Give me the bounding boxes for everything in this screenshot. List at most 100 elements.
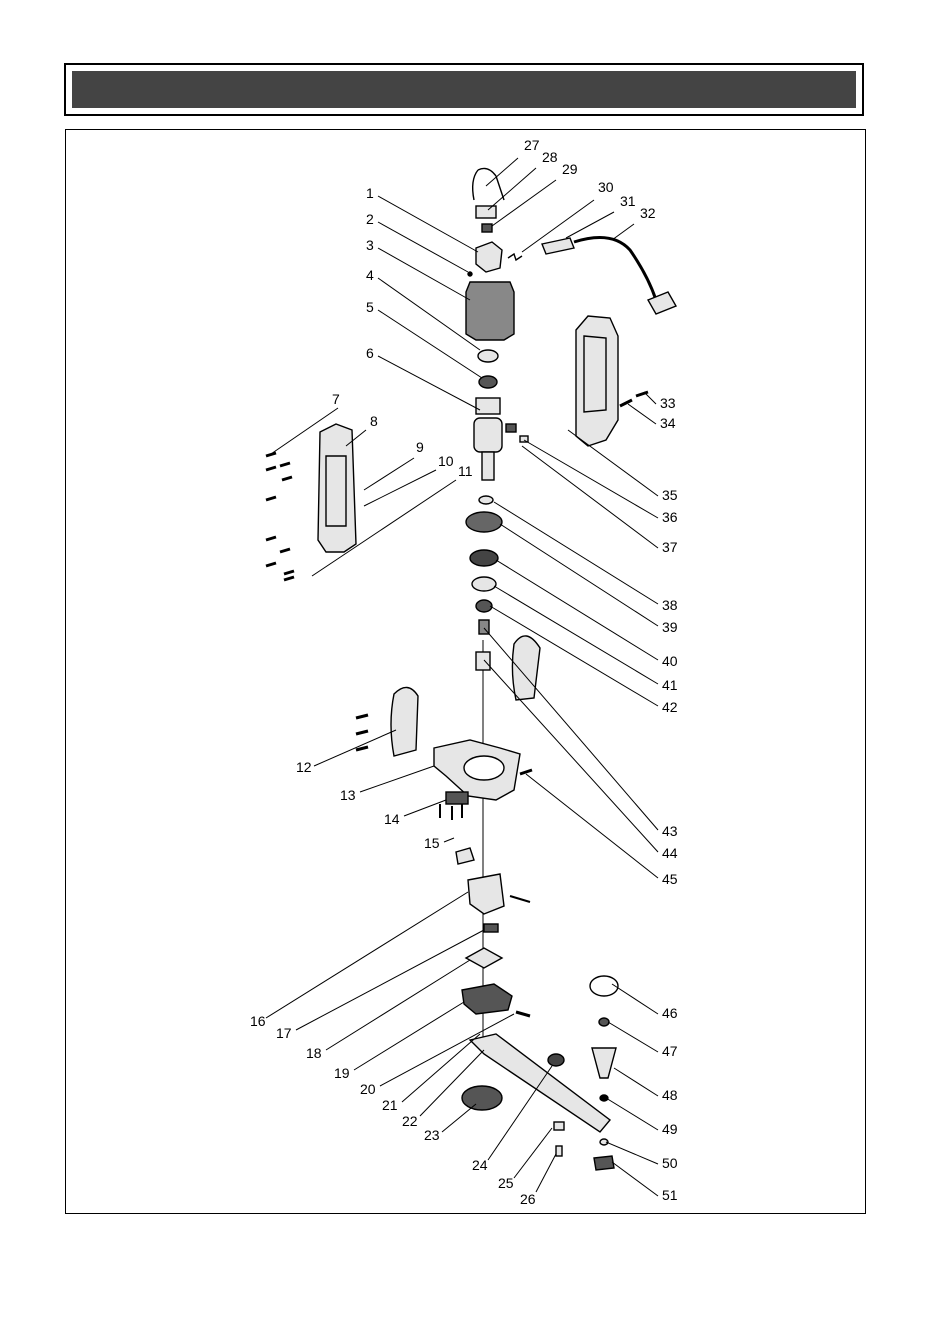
part-label-1: 1	[366, 185, 374, 201]
armature-commutator	[476, 398, 500, 414]
part-label-40: 40	[662, 653, 678, 669]
part-label-21: 21	[382, 1097, 398, 1113]
switch-block	[506, 424, 516, 432]
part-label-9: 9	[416, 439, 424, 455]
cord-clamp	[476, 206, 496, 218]
adjust-knob	[592, 1048, 616, 1078]
part-label-8: 8	[370, 413, 378, 429]
leader-line-51	[612, 1162, 658, 1196]
guide-clamp	[468, 874, 504, 914]
bracket-nut	[594, 1156, 614, 1170]
leader-line-19	[354, 1002, 464, 1070]
spring	[508, 254, 522, 260]
part-label-28: 28	[542, 149, 558, 165]
clamp-block	[482, 224, 492, 232]
part-label-13: 13	[340, 787, 356, 803]
cord-guard	[542, 238, 574, 254]
leader-line-35	[568, 430, 658, 496]
part-label-36: 36	[662, 509, 678, 525]
leader-line-50	[606, 1142, 658, 1164]
part-label-29: 29	[562, 161, 578, 177]
part-label-51: 51	[662, 1187, 678, 1203]
part-label-26: 26	[520, 1191, 536, 1207]
part-label-19: 19	[334, 1065, 350, 1081]
part-label-5: 5	[366, 299, 374, 315]
leader-line-4	[378, 278, 480, 350]
washer	[479, 496, 493, 504]
part-label-22: 22	[402, 1113, 418, 1129]
pin	[556, 1146, 562, 1156]
part-label-38: 38	[662, 597, 678, 613]
part-label-10: 10	[438, 453, 454, 469]
part-label-16: 16	[250, 1013, 266, 1029]
bearing-upper	[478, 350, 498, 362]
part-label-32: 32	[640, 205, 656, 221]
leader-line-33	[644, 392, 656, 404]
lock-lever	[446, 792, 468, 804]
leader-line-2	[378, 222, 468, 272]
leader-line-15	[444, 838, 454, 842]
leader-line-31	[566, 212, 614, 238]
part-label-3: 3	[366, 237, 374, 253]
leader-line-6	[378, 356, 480, 410]
part-label-11: 11	[458, 463, 473, 479]
parts-drawing	[266, 168, 676, 1170]
part-label-14: 14	[384, 811, 400, 827]
base-screw	[520, 770, 532, 774]
part-label-34: 34	[660, 415, 676, 431]
leader-line-25	[514, 1128, 552, 1178]
base-opening	[464, 756, 504, 780]
plug	[648, 292, 676, 314]
lock-screws	[440, 804, 462, 820]
gear	[466, 512, 502, 532]
leader-line-45	[526, 774, 658, 878]
part-labels: 1234567891011121314151617181920212223242…	[250, 137, 678, 1207]
leader-line-18	[326, 960, 470, 1050]
leader-line-32	[612, 224, 634, 240]
brush-holder	[476, 242, 502, 272]
part-label-45: 45	[662, 871, 678, 887]
spacer	[472, 577, 496, 591]
leader-line-43	[484, 628, 658, 830]
power-cord	[574, 238, 656, 301]
leader-line-49	[606, 1098, 658, 1130]
leader-line-48	[614, 1068, 658, 1096]
part-label-20: 20	[360, 1081, 376, 1097]
leader-line-46	[612, 984, 658, 1014]
part-label-30: 30	[598, 179, 614, 195]
part-label-2: 2	[366, 211, 374, 227]
part-label-15: 15	[424, 835, 440, 851]
guide-knob	[548, 1054, 564, 1066]
part-label-31: 31	[620, 193, 636, 209]
handle-left	[391, 687, 418, 756]
stator	[466, 282, 514, 340]
small-screw	[468, 272, 472, 276]
part-label-4: 4	[366, 267, 374, 283]
part-label-50: 50	[662, 1155, 678, 1171]
part-label-46: 46	[662, 1005, 678, 1021]
part-label-7: 7	[332, 391, 340, 407]
leader-line-3	[378, 248, 470, 300]
part-label-12: 12	[296, 759, 312, 775]
part-label-44: 44	[662, 845, 678, 861]
part-label-18: 18	[306, 1045, 322, 1061]
leader-line-12	[314, 730, 396, 766]
armature-shaft	[482, 452, 494, 480]
nut	[554, 1122, 564, 1130]
leader-line-24	[488, 1066, 552, 1160]
part-label-6: 6	[366, 345, 374, 361]
dust-cap	[590, 976, 618, 996]
collet-nut	[476, 652, 490, 670]
leader-line-34	[628, 404, 656, 424]
part-label-35: 35	[662, 487, 678, 503]
part-label-27: 27	[524, 137, 540, 153]
part-label-39: 39	[662, 619, 678, 635]
nut-small	[599, 1018, 609, 1026]
leader-line-27	[486, 158, 518, 186]
part-label-33: 33	[660, 395, 676, 411]
handle-right	[512, 636, 540, 700]
base-plate-square	[466, 948, 502, 968]
depth-lever	[456, 848, 474, 864]
part-label-25: 25	[498, 1175, 514, 1191]
